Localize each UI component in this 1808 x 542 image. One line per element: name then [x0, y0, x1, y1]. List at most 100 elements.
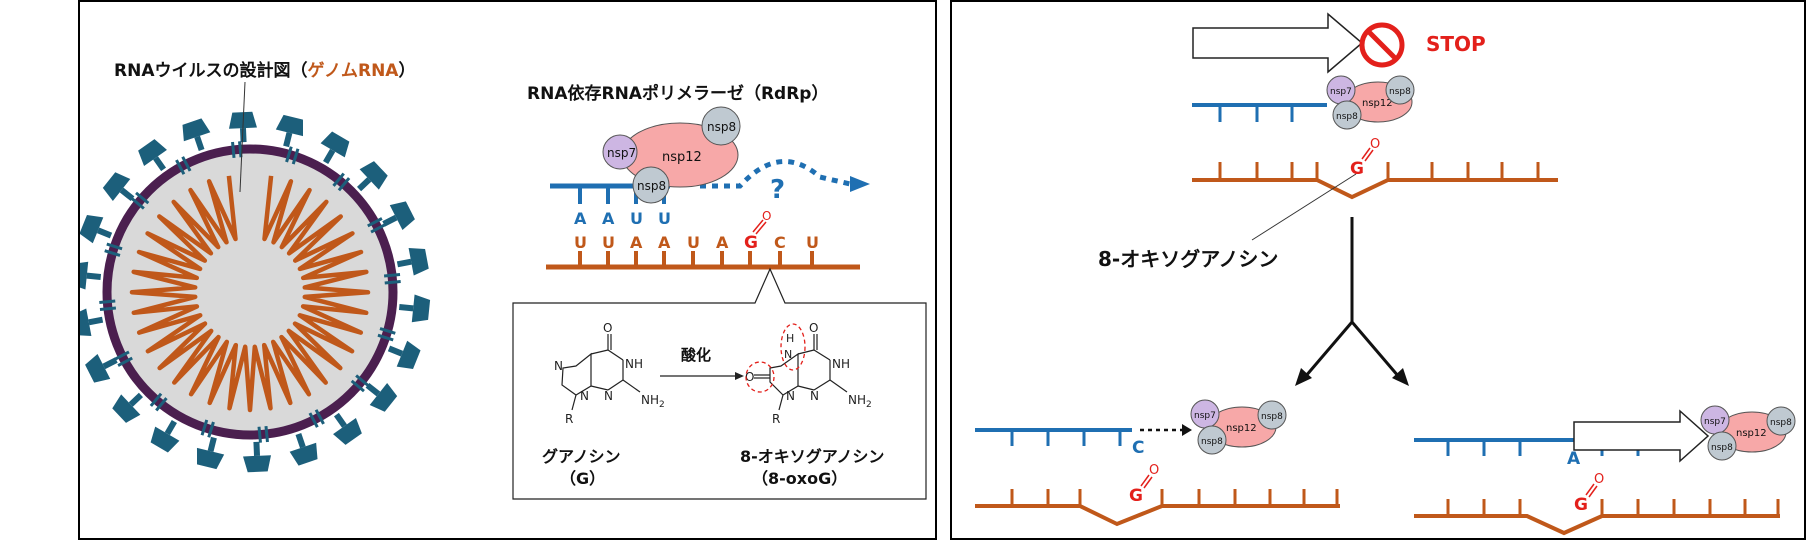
top-strand-bases: A A U U [574, 209, 671, 228]
top-base: U [630, 209, 643, 228]
nsp8-label: nsp8 [637, 179, 666, 193]
membrane-protein [231, 141, 243, 159]
nsp7-label: nsp7 [1194, 411, 1216, 421]
rdrp-complex-a: nsp12 nsp7 nsp8 nsp8 [1700, 405, 1796, 461]
spike-protein [102, 172, 135, 202]
atom-n: N [810, 389, 819, 403]
membrane-protein [332, 172, 351, 192]
lesion-base: G [1350, 159, 1364, 179]
membrane-protein [308, 409, 325, 428]
progress-arrow [1573, 409, 1710, 463]
membrane-protein [149, 392, 168, 412]
lesion-base: G [1129, 486, 1143, 506]
spike-protein [196, 436, 225, 470]
spike-protein [138, 139, 167, 172]
bottom-base: A [630, 233, 643, 252]
branch-arrows [1303, 217, 1401, 378]
virus-membrane [102, 144, 398, 440]
virus-particle [69, 111, 431, 473]
genome-rna-coil [129, 175, 371, 413]
nsp8-label: nsp8 [707, 120, 736, 134]
atom-nh2: NH2 [641, 393, 665, 410]
bottom-base: U [574, 233, 587, 252]
atom-n: N [554, 359, 563, 373]
atom-h: H [786, 332, 794, 345]
spike-protein [150, 420, 180, 453]
dotted-extension [700, 159, 851, 189]
nsp12-label: nsp12 [1362, 98, 1393, 109]
membrane-protein [377, 327, 396, 342]
nh-highlight [780, 323, 806, 371]
lesion-leader-line [1251, 173, 1357, 241]
spike-protein [182, 118, 211, 151]
nsp8-label: nsp8 [1711, 443, 1733, 453]
bottom-strand-bases: U U A A U A G C U O [574, 209, 819, 253]
bottom-base: U [806, 233, 819, 252]
progress-arrow [1192, 12, 1364, 74]
oxidation-inset: O NH N N N NH2 R 酸化 O NH H N O N N NH2 R [512, 267, 927, 500]
spike-protein [243, 441, 272, 473]
template-ticks [578, 251, 814, 267]
spike-protein [289, 433, 318, 466]
lesion-base: G [744, 233, 758, 253]
spike-protein [356, 161, 388, 192]
inset-callout [512, 267, 927, 500]
oxo-highlight [745, 361, 775, 393]
membrane-protein [99, 299, 117, 311]
bottom-base: U [602, 233, 615, 252]
oxo-mark: O [1594, 472, 1604, 487]
nsp8-label: nsp8 [1261, 412, 1283, 422]
atom-r: R [565, 412, 573, 426]
rdrp-complex-c: nsp12 nsp7 nsp8 nsp8 [1190, 399, 1287, 455]
nsp8-subunit-bottom [632, 166, 670, 204]
spike-protein [275, 114, 304, 148]
oxog-name: 8-オキソグアノシン [740, 447, 884, 466]
nsp7-subunit [602, 134, 638, 170]
oxo-mark: O [762, 209, 771, 223]
spike-protein [365, 382, 398, 412]
lesion-base: G [1574, 495, 1588, 515]
membrane-protein [383, 273, 401, 285]
top-base: A [574, 209, 587, 228]
spike-protein [398, 294, 431, 323]
atom-r: R [772, 412, 780, 426]
left-panel: RNAウイルスの設計図（ゲノムRNA） RNA依存RNAポリメラーゼ（RdRp）… [69, 0, 937, 540]
atom-o: O [809, 321, 818, 335]
atom-n: N [604, 389, 613, 403]
membrane-protein [200, 419, 215, 438]
stop-sign-icon [1359, 22, 1405, 68]
question-mark: ? [770, 175, 785, 205]
spike-protein [85, 353, 118, 383]
nsp7-label: nsp7 [1330, 87, 1352, 97]
atom-nh: NH [625, 357, 643, 371]
rdrp-complex: nsp12 nsp7 nsp8 nsp8 [602, 106, 741, 204]
membrane-protein [114, 350, 133, 367]
stop-label: STOP [1426, 32, 1486, 56]
nsp7-label: nsp7 [607, 146, 636, 160]
membrane-protein [285, 146, 300, 165]
a-insertion-scenario: A nsp12 nsp7 nsp8 nsp8 G O [1414, 405, 1796, 536]
rdrp-title: RNA依存RNAポリメラーゼ（RdRp） [527, 83, 828, 104]
membrane-proteins [99, 141, 401, 443]
atom-o: O [603, 321, 612, 335]
atom-n: N [784, 348, 792, 361]
stalled-scenario: STOP nsp12 nsp7 nsp8 nsp8 G [1098, 12, 1558, 386]
atom-n: N [580, 389, 589, 403]
membrane-protein [350, 374, 370, 393]
atom-o: O [745, 370, 754, 384]
left-panel-figure: RNAウイルスの設計図（ゲノムRNA） RNA依存RNAポリメラーゼ（RdRp）… [69, 60, 927, 500]
lesion-label: 8-オキソグアノシン [1098, 247, 1278, 271]
membrane-protein [257, 425, 269, 443]
bottom-base: U [687, 233, 700, 252]
guanosine-structure [561, 334, 641, 411]
spike-protein [382, 201, 415, 231]
nsp12-label: nsp12 [1736, 428, 1767, 439]
virus-spikes [69, 111, 431, 473]
spike-protein [71, 308, 104, 337]
top-base: U [658, 209, 671, 228]
spike-protein [396, 247, 429, 276]
extension-arrowhead [850, 176, 870, 192]
oxo-mark: O [1149, 463, 1159, 478]
genome-leader-line [239, 81, 246, 193]
bottom-base: C [774, 233, 786, 252]
